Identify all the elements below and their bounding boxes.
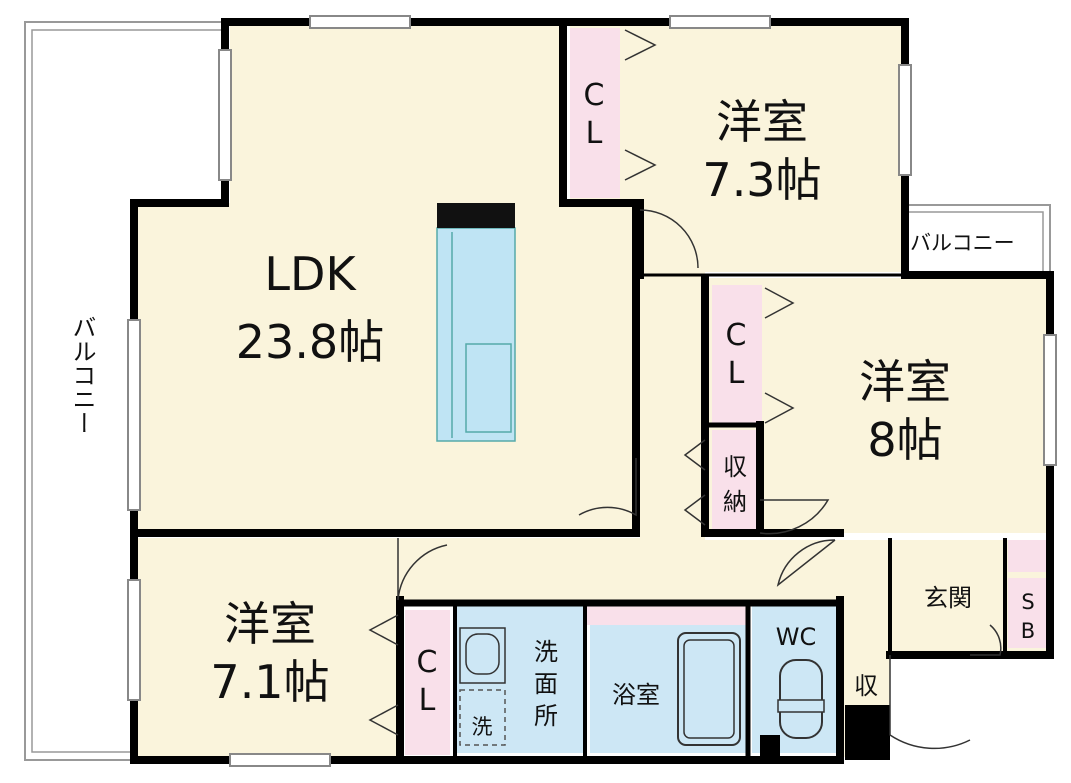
closet-top-l: L <box>586 116 603 151</box>
shoe-box-s: S <box>1021 590 1034 614</box>
kitchen-counter <box>436 203 516 442</box>
closet-top-c: C <box>584 78 605 113</box>
balcony-right <box>905 204 1051 275</box>
wc-label: WC <box>776 623 817 651</box>
shoe-box-b: B <box>1021 619 1035 643</box>
windows <box>127 15 1057 767</box>
washroom-2: 面 <box>534 670 558 698</box>
storage-hall-2: 納 <box>723 488 747 516</box>
closet-right-l: L <box>728 356 745 391</box>
balcony-left-label: バルコニー <box>68 315 96 435</box>
balcony-right-label: バルコニー <box>910 231 1015 255</box>
western-room-top-size: 7.3帖 <box>702 153 821 207</box>
bathroom-label: 浴室 <box>612 681 660 709</box>
doors <box>397 209 1002 750</box>
pillar <box>760 735 780 760</box>
toilet-icon <box>779 659 823 739</box>
western-room-top-name: 洋室 <box>716 95 808 149</box>
storage-small-label: 収 <box>854 672 878 700</box>
pillar <box>845 705 890 760</box>
western-room-right-name: 洋室 <box>859 355 951 409</box>
closet-bottom-c: C <box>417 645 438 680</box>
closet-doors <box>368 29 795 736</box>
wet-areas <box>455 605 840 753</box>
washer-space-icon <box>459 689 506 746</box>
ldk-size: 23.8帖 <box>236 315 384 369</box>
washroom-3: 所 <box>534 702 558 730</box>
entrance-label: 玄関 <box>924 584 972 612</box>
western-room-bottom-name: 洋室 <box>224 597 316 651</box>
western-room-right-size: 8帖 <box>867 413 942 467</box>
balcony-left <box>24 21 225 761</box>
bathtub-icon <box>677 632 741 746</box>
washer-label: 洗 <box>472 715 493 739</box>
ldk-name: LDK <box>264 247 357 301</box>
closet-bottom-l: L <box>419 683 436 718</box>
closet-right-c: C <box>726 318 747 353</box>
washroom-1: 洗 <box>534 638 558 666</box>
storage-hall-1: 収 <box>723 453 747 481</box>
western-room-bottom-size: 7.1帖 <box>210 655 329 709</box>
closets <box>405 28 1050 755</box>
sink-icon <box>465 343 512 433</box>
